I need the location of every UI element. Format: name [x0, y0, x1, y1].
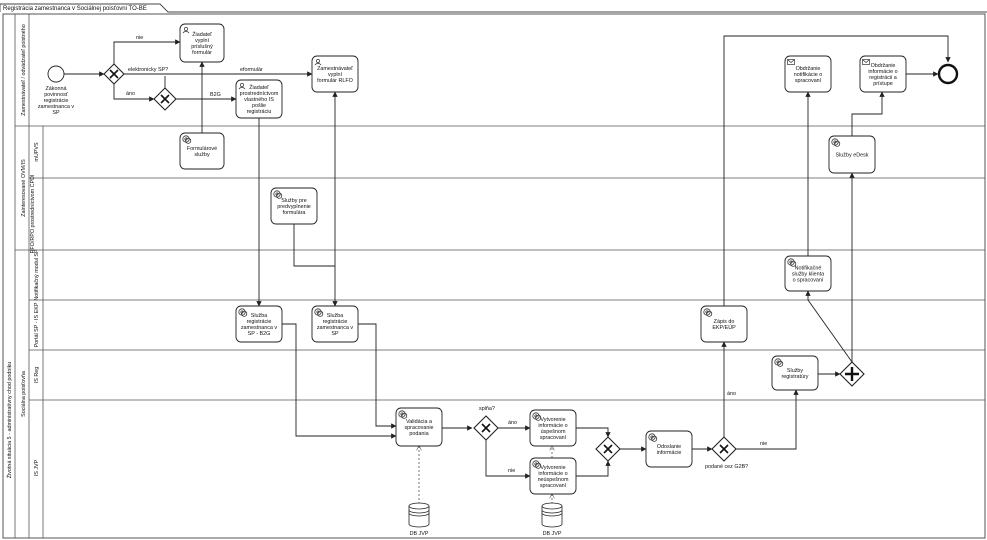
- user-icon: [238, 83, 246, 90]
- diagram-title-tab: Registrácia zamestnanca v Sociálnej pois…: [0, 3, 987, 13]
- end-event: [937, 63, 959, 85]
- edge-label-ano-left: áno: [126, 91, 135, 97]
- gateway-parallel: [839, 361, 865, 387]
- sequence-flows: [64, 35, 951, 504]
- gateway-complete: splňa?: [473, 406, 499, 441]
- lane-label-employer: Zamestnávateľ / odvádzateľ poistného: [21, 24, 27, 116]
- lane-label-notif: Notifikačný modul SP: [34, 249, 40, 301]
- task-edesk: Služby eDesk: [828, 135, 876, 174]
- datastore-db-jvp-1: DB JVP: [408, 502, 430, 537]
- edge-label-nie-valid: nie: [508, 468, 515, 474]
- edge-label-nie-top: nie: [136, 35, 143, 41]
- edge-label-ano-g2b: áno: [727, 391, 736, 397]
- pool: [2, 13, 986, 539]
- user-icon: [182, 27, 190, 34]
- gateway-g2b-label: podané cez G2B?: [705, 464, 748, 470]
- lane-label-mupvs: mUPVS: [34, 142, 40, 162]
- lane-label-ovm: Zainteresované OVM/IS: [21, 159, 27, 217]
- gateway-g2b: podané cez G2B?: [705, 436, 748, 470]
- datastore-db-jvp-1-label: DB JVP: [410, 531, 429, 537]
- gateway-b2g: [153, 87, 177, 111]
- gateway-electronic-label: elektronicky SP?: [128, 67, 168, 73]
- diagram-title: Registrácia zamestnanca v Sociálnej pois…: [3, 6, 147, 12]
- lane-label-sp: Sociálna poisťovňa: [21, 371, 27, 417]
- envelope-icon: [787, 59, 795, 65]
- lane-label-rfo: RFO/RPO prostredníctvom CPDI: [30, 174, 36, 253]
- task-label: Služby eDesk: [836, 153, 869, 159]
- gateway-merge: [595, 436, 621, 462]
- pool-label: Životná situácia 5 - administratívny cho…: [5, 362, 13, 479]
- edge-label-eformular: eformulár: [240, 67, 263, 73]
- datastore-db-jvp-2-label: DB JVP: [543, 531, 562, 537]
- edge-label-nie-g2b: nie: [760, 441, 767, 447]
- gateway-electronic: elektronicky SP?: [103, 63, 168, 85]
- lane-label-isreg: IS Reg: [34, 367, 40, 383]
- gateway-complete-label: splňa?: [479, 406, 495, 412]
- datastore-db-jvp-2: DB JVP: [541, 502, 563, 537]
- lane-label-isjvp: IS JVP: [34, 459, 40, 476]
- edge-label-b2g: B2G: [210, 92, 221, 98]
- lane-label-portal: Portál SP - IS EKP: [34, 302, 40, 347]
- envelope-icon: [862, 59, 870, 65]
- user-icon: [314, 59, 322, 66]
- edge-label-ano-valid: áno: [508, 420, 517, 426]
